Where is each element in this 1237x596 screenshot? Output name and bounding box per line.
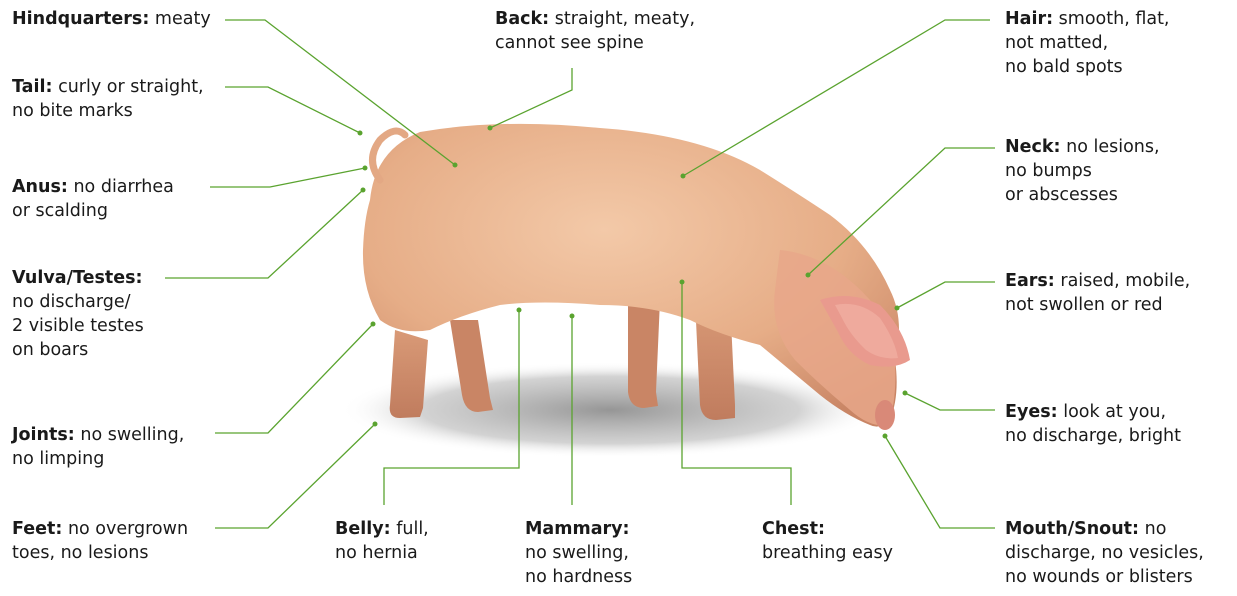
leader-vulva — [165, 190, 363, 278]
label-neck-title: Neck: — [1005, 137, 1061, 157]
leader-dot-vulva — [361, 188, 366, 193]
leader-ears — [897, 282, 995, 308]
label-tail: Tail: curly or straight, no bite marks — [12, 75, 204, 123]
label-mammary-text: no swelling, no hardness — [525, 543, 632, 587]
leader-dot-feet — [373, 422, 378, 427]
label-belly-title: Belly: — [335, 519, 391, 539]
label-tail-title: Tail: — [12, 77, 53, 97]
pig-hind-leg — [390, 330, 428, 418]
label-mammary-title: Mammary: — [525, 519, 630, 539]
label-back: Back: straight, meaty, cannot see spine — [495, 7, 695, 55]
leader-dot-ears — [895, 306, 900, 311]
label-mammary: Mammary: no swelling, no hardness — [525, 517, 632, 589]
leader-mouth — [885, 436, 995, 528]
label-mouth-snout-title: Mouth/Snout: — [1005, 519, 1139, 539]
leader-dot-hindquarters — [453, 163, 458, 168]
leader-dot-neck — [806, 273, 811, 278]
label-feet-title: Feet: — [12, 519, 62, 539]
pig-snout — [875, 400, 895, 430]
label-mouth-snout: Mouth/Snout: no discharge, no vesicles, … — [1005, 517, 1204, 589]
label-anus: Anus: no diarrhea or scalding — [12, 175, 174, 223]
label-hindquarters-title: Hindquarters: — [12, 9, 149, 29]
label-back-title: Back: — [495, 9, 549, 29]
label-anus-title: Anus: — [12, 177, 68, 197]
label-chest-text: breathing easy — [762, 543, 893, 563]
leader-eyes — [905, 393, 995, 410]
leader-dot-eyes — [903, 391, 908, 396]
leader-dot-hair — [681, 174, 686, 179]
leader-dot-anus — [363, 166, 368, 171]
pig-front-leg-far — [628, 300, 660, 408]
label-belly: Belly: full, no hernia — [335, 517, 429, 565]
leader-dot-chest — [680, 280, 685, 285]
leader-anus — [210, 168, 365, 187]
leader-hair — [683, 20, 990, 176]
leader-dot-mammary — [570, 314, 575, 319]
label-ears-title: Ears: — [1005, 271, 1055, 291]
label-chest-title: Chest: — [762, 519, 825, 539]
leader-dot-back — [488, 126, 493, 131]
leader-back — [490, 68, 572, 128]
label-eyes-title: Eyes: — [1005, 402, 1058, 422]
label-chest: Chest: breathing easy — [762, 517, 893, 565]
label-vulva-testes: Vulva/Testes: no discharge/ 2 visible te… — [12, 266, 144, 362]
label-joints-title: Joints: — [12, 425, 75, 445]
label-hindquarters-text: meaty — [155, 9, 211, 29]
leader-dot-joints — [371, 322, 376, 327]
pig-illustration — [340, 124, 910, 458]
label-vulva-testes-text: no discharge/ 2 visible testes on boars — [12, 292, 144, 360]
label-feet: Feet: no overgrown toes, no lesions — [12, 517, 188, 565]
label-hair: Hair: smooth, flat, not matted, no bald … — [1005, 7, 1170, 79]
label-ears: Ears: raised, mobile, not swollen or red — [1005, 269, 1190, 317]
leader-dot-belly — [517, 308, 522, 313]
label-joints: Joints: no swelling, no limping — [12, 423, 184, 471]
label-vulva-testes-title: Vulva/Testes: — [12, 268, 143, 288]
leader-dot-mouth — [883, 434, 888, 439]
leader-dot-tail — [358, 131, 363, 136]
label-hindquarters: Hindquarters: meaty — [12, 7, 211, 31]
leader-tail — [225, 87, 360, 133]
label-eyes: Eyes: look at you, no discharge, bright — [1005, 400, 1181, 448]
leader-feet — [215, 424, 375, 528]
label-neck: Neck: no lesions, no bumps or abscesses — [1005, 135, 1160, 207]
label-hair-title: Hair: — [1005, 9, 1053, 29]
